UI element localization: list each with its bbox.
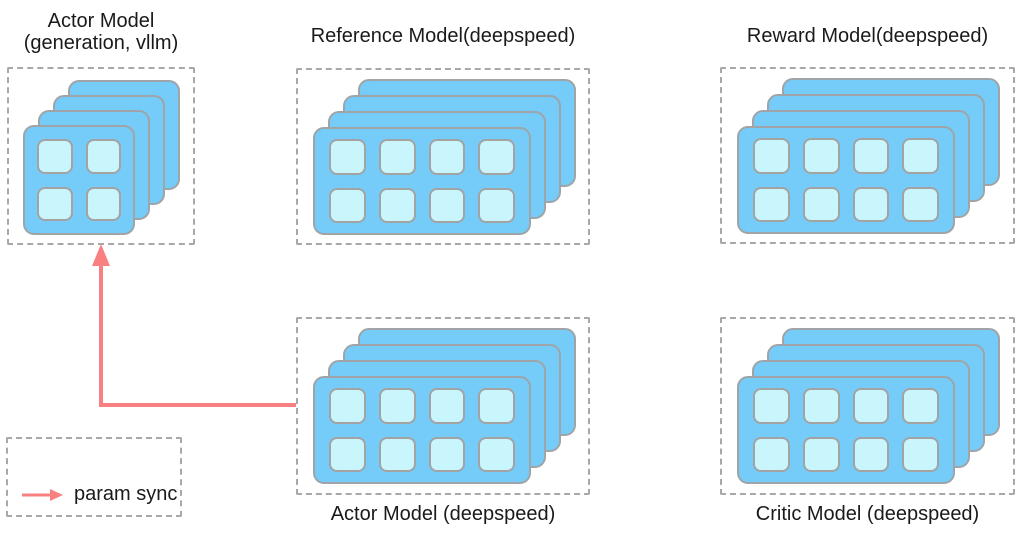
gpu-cell [37, 139, 73, 174]
gpu-cell [852, 186, 890, 222]
gpu-cell [753, 186, 790, 222]
gpu-card-front [313, 127, 531, 235]
gpu-cell [478, 187, 515, 223]
legend-label: param sync [74, 483, 178, 505]
gpu-cell [802, 138, 840, 174]
legend-row: param sync [20, 483, 177, 506]
actor-deepspeed-group-box [296, 317, 590, 495]
gpu-stack-reference [313, 79, 576, 235]
gpu-card-front [737, 126, 955, 234]
reward-model-title: Reward Model(deepspeed) [746, 25, 989, 47]
gpu-cell [753, 388, 790, 424]
gpu-cell [852, 388, 890, 424]
gpu-cell [802, 186, 840, 222]
reference-model-group-box [296, 68, 590, 245]
gpu-cell [378, 139, 416, 175]
gpu-stack-actor-deepspeed [313, 328, 576, 484]
actor-vllm-title-line1: Actor Model [47, 10, 155, 32]
gpu-cell [329, 187, 366, 223]
param-sync-arrow-line [99, 250, 296, 407]
gpu-cell [428, 388, 466, 424]
gpu-cell [852, 138, 890, 174]
gpu-cell [802, 436, 840, 472]
param-sync-arrowhead-icon [92, 244, 110, 266]
gpu-cell [378, 388, 416, 424]
gpu-cell [378, 436, 416, 472]
gpu-cell [37, 186, 73, 221]
gpu-cell [902, 436, 939, 472]
gpu-cell [802, 388, 840, 424]
gpu-cell [428, 187, 466, 223]
gpu-cell [902, 138, 939, 174]
gpu-cell [902, 388, 939, 424]
gpu-card-front [23, 125, 135, 235]
gpu-stack-reward [737, 78, 1000, 234]
legend-box: param sync [6, 437, 182, 517]
gpu-cell [753, 138, 790, 174]
gpu-cell [329, 139, 366, 175]
gpu-cell [852, 436, 890, 472]
gpu-card-front [737, 376, 955, 484]
gpu-cell [428, 436, 466, 472]
gpu-cell [902, 186, 939, 222]
gpu-cell [85, 139, 121, 174]
reward-model-group-box [720, 67, 1015, 244]
critic-model-group-box [720, 317, 1015, 495]
reference-model-title: Reference Model(deepspeed) [310, 25, 576, 47]
gpu-cell [478, 436, 515, 472]
gpu-card-front [313, 376, 531, 484]
gpu-stack-critic [737, 328, 1000, 484]
actor-deepspeed-label: Actor Model (deepspeed) [330, 503, 556, 525]
gpu-cell [428, 139, 466, 175]
gpu-cell [378, 187, 416, 223]
critic-model-label: Critic Model (deepspeed) [755, 503, 980, 525]
gpu-cell [478, 139, 515, 175]
actor-vllm-title: Actor Model (generation, vllm) [1, 10, 201, 54]
gpu-cell [85, 186, 121, 221]
gpu-cell [329, 436, 366, 472]
gpu-stack-actor-vllm [23, 80, 180, 235]
param-sync-arrow-icon [22, 488, 63, 501]
gpu-cell [478, 388, 515, 424]
actor-vllm-title-line2: (generation, vllm) [23, 32, 179, 54]
actor-vllm-group-box [7, 67, 195, 245]
gpu-cell [329, 388, 366, 424]
gpu-cell [753, 436, 790, 472]
